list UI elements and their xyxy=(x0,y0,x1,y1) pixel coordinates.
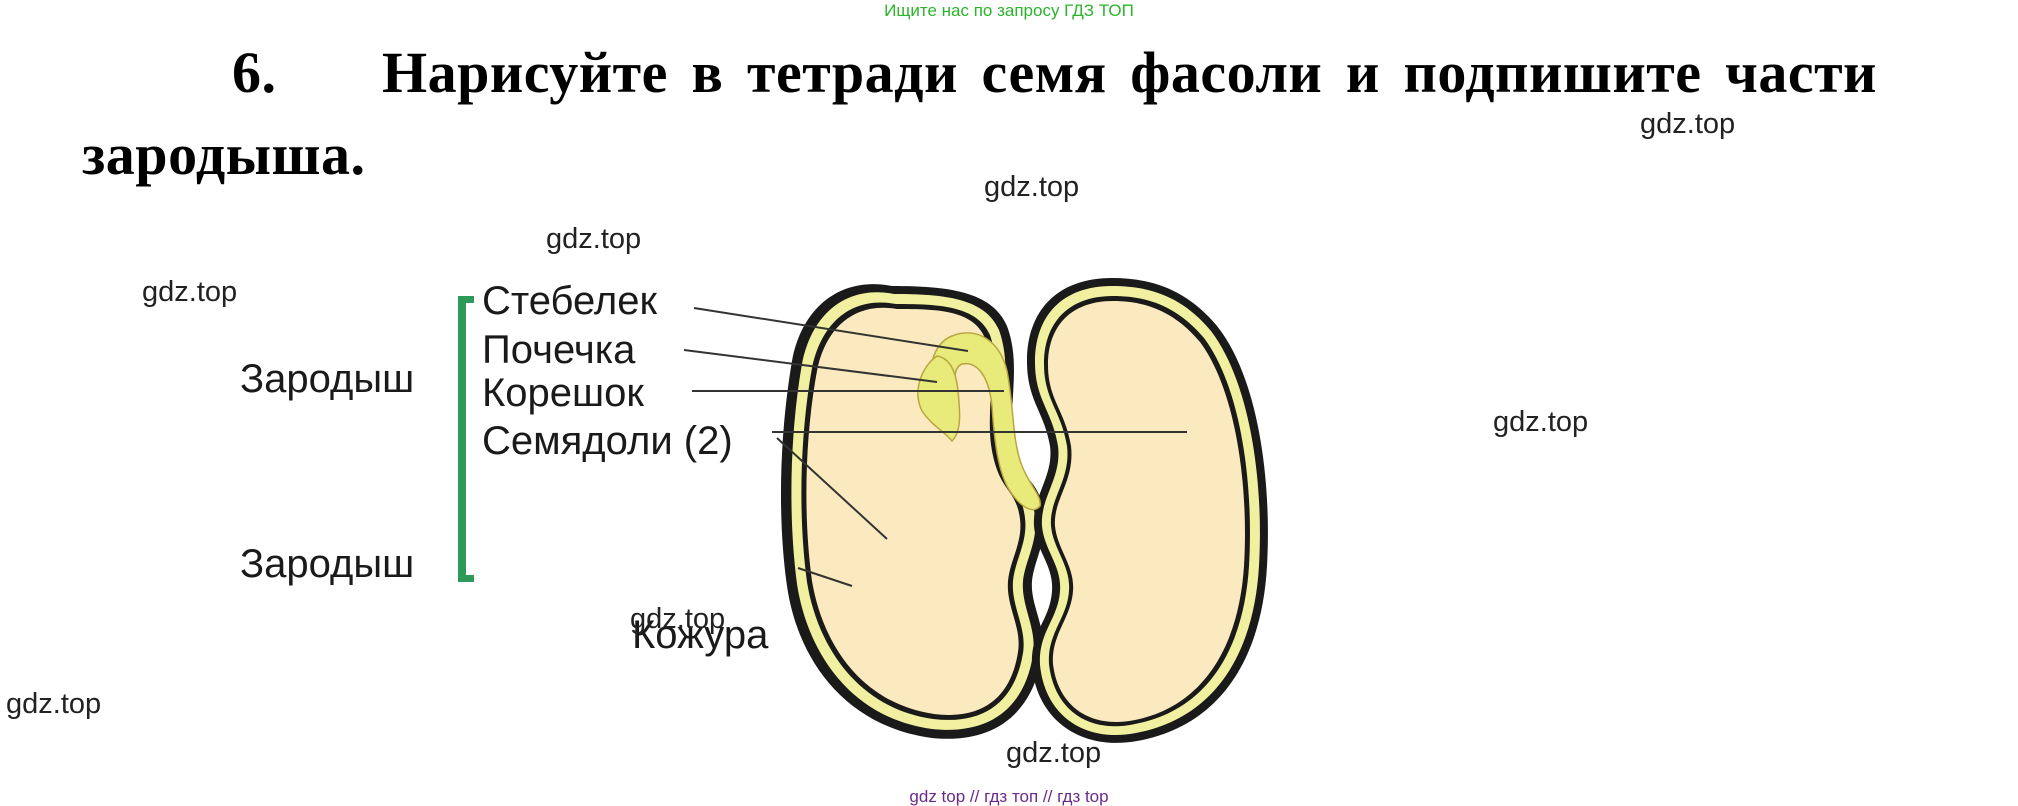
task-word: Нарисуйте xyxy=(382,40,668,105)
leader-lines xyxy=(683,307,1187,587)
task-line-1: 6. Нарисуйте в тетради семя фасоли и под… xyxy=(82,32,1877,114)
label-stem: Стебелек xyxy=(482,279,658,323)
label-embryo-group: Зародыш xyxy=(240,357,415,401)
label-bud: Почечка xyxy=(482,328,636,372)
watermark: gdz.top xyxy=(630,603,726,635)
label-embryo-bottom: Зародыш xyxy=(240,542,415,586)
watermark: gdz.top xyxy=(1493,406,1589,438)
watermark: gdz.top xyxy=(1640,108,1736,140)
task-line-2: зародыша. xyxy=(82,122,366,187)
label-root: Корешок xyxy=(482,371,644,415)
task-word: части xyxy=(1725,40,1877,105)
task-word: фасоли xyxy=(1130,40,1323,105)
task-word: и xyxy=(1345,40,1380,105)
task-number: 6. xyxy=(232,40,277,105)
task-text: 6. Нарисуйте в тетради семя фасоли и под… xyxy=(82,32,1882,196)
task-word: подпишите xyxy=(1403,40,1702,105)
label-seed-coat: Кожура xyxy=(632,613,769,657)
watermark: gdz.top xyxy=(1006,737,1102,769)
watermark: gdz.top xyxy=(6,688,102,720)
label-cotyledons: Семядоли (2) xyxy=(482,419,733,463)
bud-shape xyxy=(917,355,961,443)
task-word: семя xyxy=(981,40,1107,105)
bean-seed-drawing xyxy=(458,278,1268,743)
embryo-bracket xyxy=(458,296,474,582)
search-hint-link[interactable]: Ищите нас по запросу ГДЗ ТОП xyxy=(884,1,1134,20)
task-word: в xyxy=(691,40,724,105)
task-words: Нарисуйте в тетради семя фасоли и подпиш… xyxy=(382,32,1877,114)
right-cotyledon xyxy=(1027,278,1268,743)
watermark: gdz.top xyxy=(546,223,642,255)
watermark: gdz.top xyxy=(142,276,238,308)
left-cotyledon xyxy=(780,284,1045,739)
watermark: gdz.top xyxy=(984,171,1080,203)
task-word: тетради xyxy=(746,40,958,105)
bean-seed-figure: Стебелек Почечка Корешок Семядоли (2) За… xyxy=(232,186,1356,758)
footer-links[interactable]: gdz top // гдз топ // гдз top xyxy=(909,787,1109,806)
